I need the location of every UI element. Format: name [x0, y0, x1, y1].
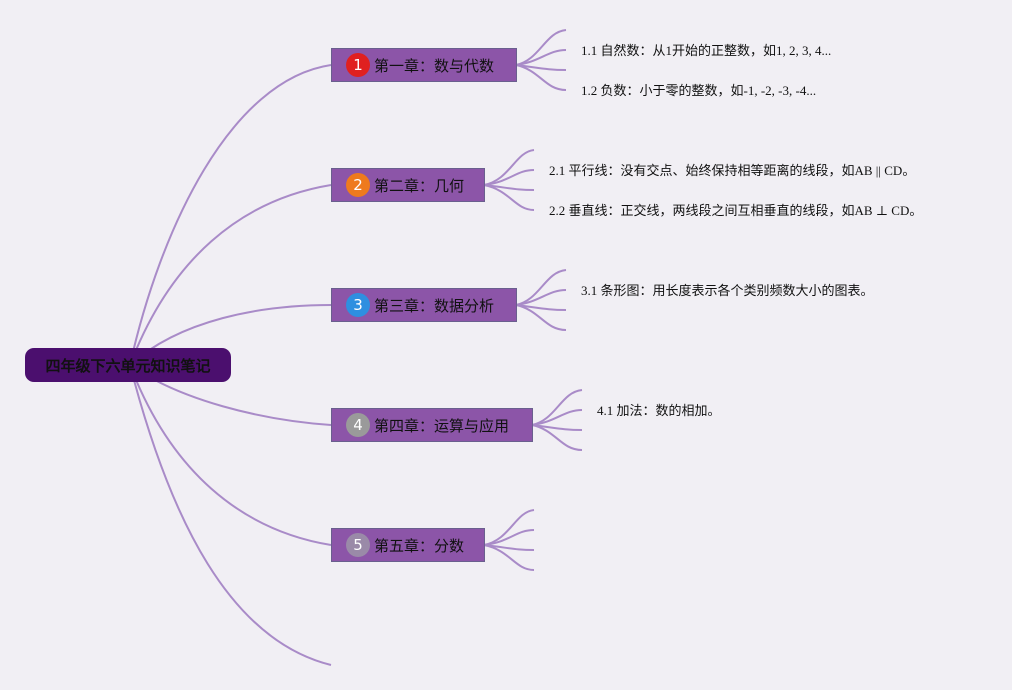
chapter-2-label: 第二章：几何 — [374, 176, 465, 195]
number-4-icon: 4 — [346, 413, 370, 437]
note-2-1[interactable]: 2.1 平行线：没有交点、始终保持相等距离的线段，如AB || CD。 — [549, 163, 916, 178]
chapter-5-label: 第五章：分数 — [374, 536, 465, 555]
note-4-1[interactable]: 4.1 加法：数的相加。 — [597, 403, 721, 418]
number-3-icon: 3 — [346, 293, 370, 317]
chapter-4-label: 第四章：运算与应用 — [374, 416, 510, 435]
number-2-icon: 2 — [346, 173, 370, 197]
root-topic[interactable]: 四年级下六单元知识笔记 — [25, 348, 231, 382]
chapter-3-node[interactable]: 3 第三章：数据分析 — [331, 288, 517, 322]
number-5-icon: 5 — [346, 533, 370, 557]
chapter-4-node[interactable]: 4 第四章：运算与应用 — [331, 408, 533, 442]
root-topic-label: 四年级下六单元知识笔记 — [45, 356, 211, 375]
note-2-2[interactable]: 2.2 垂直线：正交线，两线段之间互相垂直的线段，如AB ⊥ CD。 — [549, 203, 923, 218]
note-3-1[interactable]: 3.1 条形图：用长度表示各个类别频数大小的图表。 — [581, 283, 874, 298]
note-1-1[interactable]: 1.1 自然数：从1开始的正整数，如1, 2, 3, 4... — [581, 43, 832, 58]
chapter-1-node[interactable]: 1 第一章：数与代数 — [331, 48, 517, 82]
chapter-3-label: 第三章：数据分析 — [374, 296, 495, 315]
chapter-5-node[interactable]: 5 第五章：分数 — [331, 528, 485, 562]
chapter-1-label: 第一章：数与代数 — [374, 56, 495, 75]
note-1-2[interactable]: 1.2 负数：小于零的整数，如-1, -2, -3, -4... — [581, 83, 817, 98]
chapter-2-node[interactable]: 2 第二章：几何 — [331, 168, 485, 202]
number-1-icon: 1 — [346, 53, 370, 77]
